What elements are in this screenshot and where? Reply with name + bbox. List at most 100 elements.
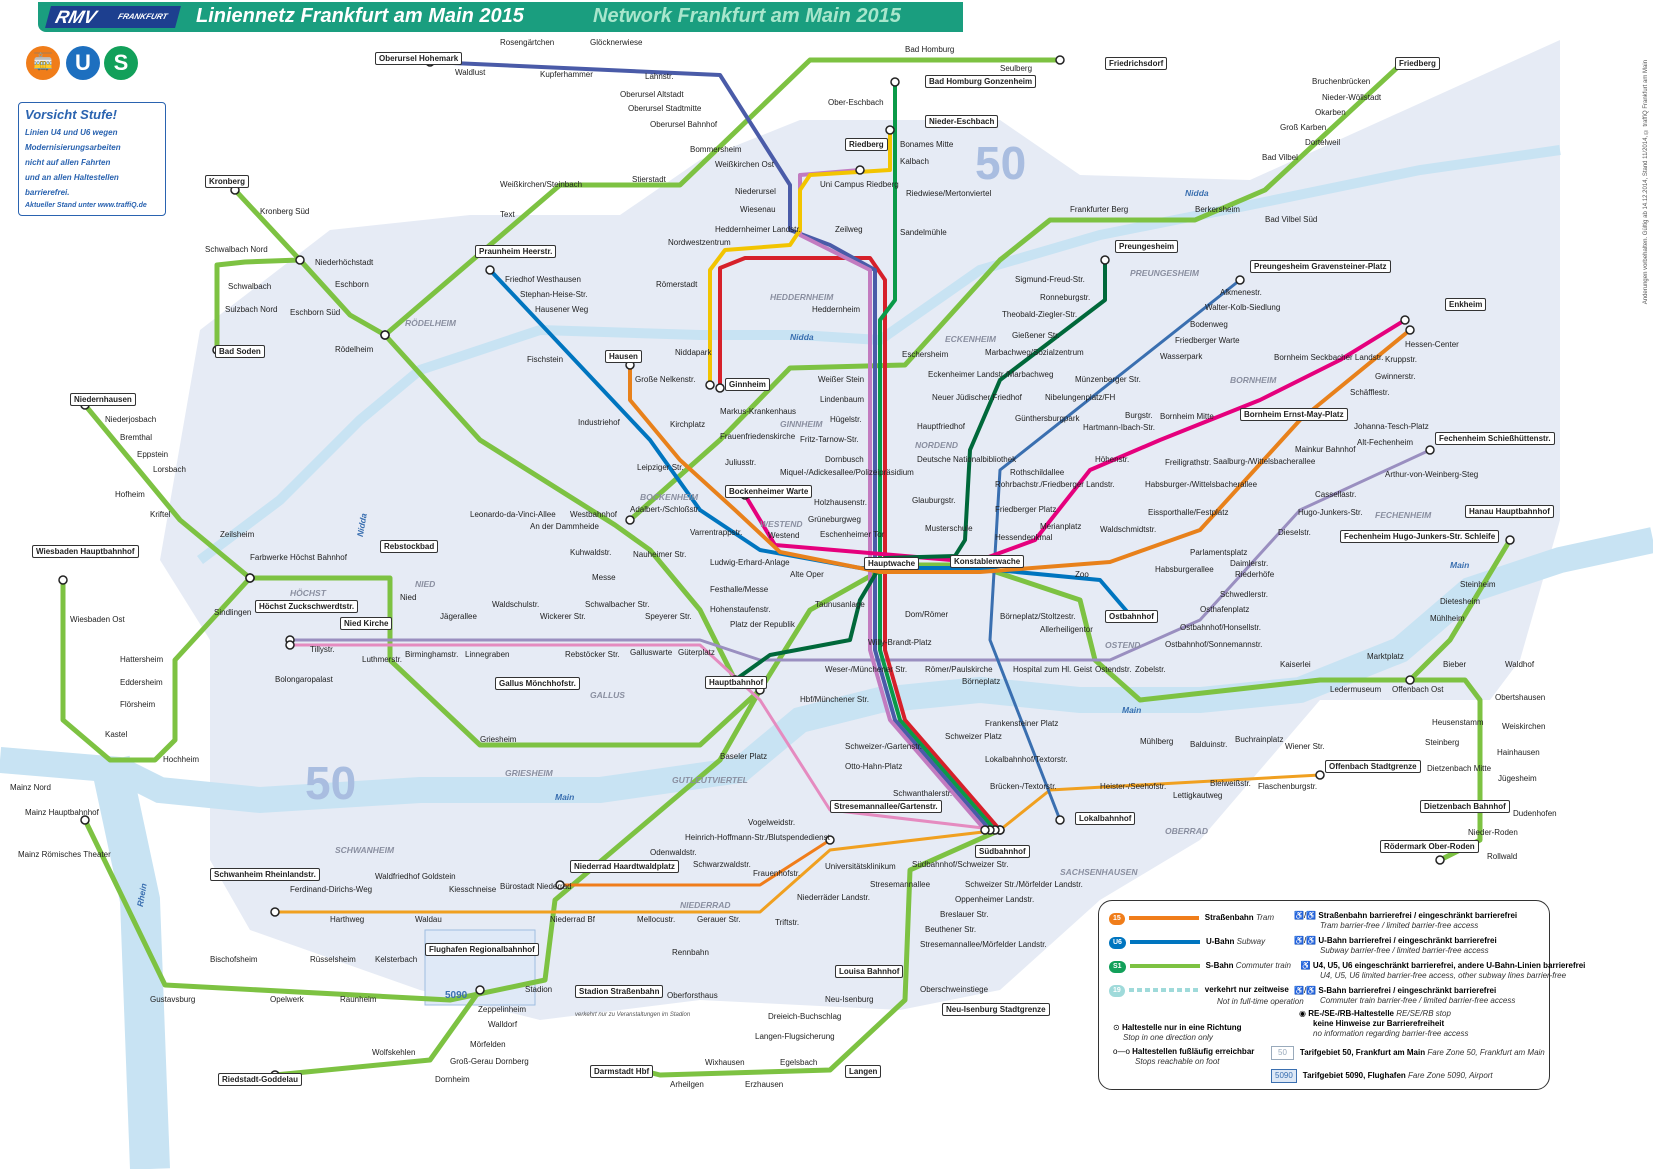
station-label[interactable]: Miquel-/Adickesallee/Polizeipräsidium bbox=[780, 468, 914, 477]
station-label[interactable]: Dieselstr. bbox=[1278, 528, 1311, 537]
station-label[interactable]: Schwarzwaldstr. bbox=[693, 860, 751, 869]
station-label[interactable]: Baseler Platz bbox=[720, 752, 768, 761]
station-label[interactable]: Mellocustr. bbox=[637, 915, 676, 924]
station-label[interactable]: Westbahnhof bbox=[570, 510, 617, 519]
station-label[interactable]: Arthur-von-Weinberg-Steg bbox=[1385, 470, 1479, 479]
station-label[interactable]: Oberursel Hohemark bbox=[375, 52, 463, 65]
station-label[interactable]: Griesheim bbox=[480, 735, 517, 744]
station-label[interactable]: Waldhof bbox=[1505, 660, 1535, 669]
station-label[interactable]: Waldlust bbox=[455, 68, 486, 77]
station-label[interactable]: Gustavsburg bbox=[150, 995, 196, 1004]
station-label[interactable]: Ludwig-Erhard-Anlage bbox=[710, 558, 790, 567]
station-label[interactable]: Rothschildallee bbox=[1010, 468, 1065, 477]
station-label[interactable]: Text bbox=[500, 210, 515, 219]
station-label[interactable]: Louisa Bahnhof bbox=[835, 965, 904, 978]
station-label[interactable]: Schwalbach Nord bbox=[205, 245, 268, 254]
station-label[interactable]: Friedrichsdorf bbox=[1105, 57, 1168, 70]
station-label[interactable]: Kiesschneise bbox=[449, 885, 497, 894]
station-label[interactable]: Weser-/Münchener Str. bbox=[825, 665, 908, 674]
terminus-stop[interactable] bbox=[80, 815, 90, 825]
station-label[interactable]: Schweizer Str./Mörfelder Landstr. bbox=[965, 880, 1083, 889]
station-label[interactable]: Hainhausen bbox=[1497, 748, 1540, 757]
station-label[interactable]: Bornheim Seckbacher Landstr. bbox=[1274, 353, 1384, 362]
station-label[interactable]: Kirchplatz bbox=[670, 420, 706, 429]
station-label[interactable]: Dortelweil bbox=[1305, 138, 1341, 147]
station-label[interactable]: Oberursel Bahnhof bbox=[650, 120, 718, 129]
station-label[interactable]: Mühlberg bbox=[1140, 737, 1174, 746]
station-label[interactable]: Tillystr. bbox=[310, 645, 335, 654]
terminus-stop[interactable] bbox=[1055, 815, 1065, 825]
terminus-stop[interactable] bbox=[1435, 855, 1445, 865]
station-label[interactable]: Hügelstr. bbox=[830, 415, 862, 424]
station-label[interactable]: Güterplatz bbox=[678, 648, 715, 657]
terminus-stop[interactable] bbox=[980, 825, 990, 835]
station-label[interactable]: Schäfflestr. bbox=[1350, 388, 1390, 397]
station-label[interactable]: Höchst Bahnhof bbox=[290, 553, 347, 562]
station-label[interactable]: Riedberg bbox=[845, 138, 888, 151]
station-label[interactable]: Dreieich-Buchschlag bbox=[768, 1012, 842, 1021]
terminus-stop[interactable] bbox=[705, 380, 715, 390]
station-label[interactable]: Schwanthalerstr. bbox=[893, 789, 953, 798]
station-label[interactable]: Friedberg bbox=[1395, 57, 1440, 70]
station-label[interactable]: Hauptfriedhof bbox=[917, 422, 966, 431]
station-label[interactable]: Höhenstr. bbox=[1095, 455, 1130, 464]
station-label[interactable]: Industriehof bbox=[578, 418, 620, 427]
station-label[interactable]: Weiskirchen bbox=[1502, 722, 1546, 731]
station-label[interactable]: Konstablerwache bbox=[950, 555, 1025, 568]
station-label[interactable]: Schweizer-/Gartenstr. bbox=[845, 742, 922, 751]
station-label[interactable]: Sandelmühle bbox=[900, 228, 947, 237]
station-label[interactable]: Hugo-Junkers-Str. bbox=[1298, 508, 1363, 517]
station-label[interactable]: Walter-Kolb-Siedlung bbox=[1205, 303, 1281, 312]
station-label[interactable]: Hessen-Center bbox=[1405, 340, 1459, 349]
station-label[interactable]: Bad Vilbel bbox=[1262, 153, 1298, 162]
station-label[interactable]: Hochheim bbox=[163, 755, 200, 764]
station-label[interactable]: Hausen bbox=[605, 350, 642, 363]
station-label[interactable]: Juliusstr. bbox=[725, 458, 757, 467]
station-label[interactable]: Heddernheim bbox=[812, 305, 861, 314]
station-label[interactable]: Praunheim Heerstr. bbox=[475, 245, 557, 258]
station-label[interactable]: Dietzenbach Bahnhof bbox=[1420, 800, 1510, 813]
station-label[interactable]: Münzenberger Str. bbox=[1075, 375, 1141, 384]
station-label[interactable]: Ostendstr. bbox=[1095, 665, 1132, 674]
station-label[interactable]: Römer/Paulskirche bbox=[925, 665, 993, 674]
station-label[interactable]: Neuer Jüdischer Friedhof bbox=[932, 393, 1022, 402]
station-label[interactable]: Hofheim bbox=[115, 490, 145, 499]
station-label[interactable]: Dietesheim bbox=[1440, 597, 1481, 606]
station-label[interactable]: Zeilweg bbox=[835, 225, 863, 234]
station-label[interactable]: Nieder-Roden bbox=[1468, 828, 1518, 837]
station-label[interactable]: Rebstöcker Str. bbox=[565, 650, 620, 659]
station-label[interactable]: Festhalle/Messe bbox=[710, 585, 769, 594]
station-label[interactable]: Taunusanlage bbox=[815, 600, 865, 609]
terminus-stop[interactable] bbox=[1405, 675, 1415, 685]
station-label[interactable]: Südbahnhof/Schweizer Str. bbox=[912, 860, 1009, 869]
station-label[interactable]: Westend bbox=[768, 531, 800, 540]
station-label[interactable]: Bürostadt Niederrad bbox=[500, 882, 572, 891]
terminus-stop[interactable] bbox=[890, 77, 900, 87]
station-label[interactable]: Wiener Str. bbox=[1285, 742, 1325, 751]
station-label[interactable]: Frauenfriedenskirche bbox=[720, 432, 796, 441]
station-label[interactable]: Weißkirchen Ost bbox=[715, 160, 774, 169]
station-label[interactable]: Neu-Isenburg Stadtgrenze bbox=[942, 1003, 1050, 1016]
station-label[interactable]: Kaiserlei bbox=[1280, 660, 1311, 669]
station-label[interactable]: Eddersheim bbox=[120, 678, 163, 687]
station-label[interactable]: Kalbach bbox=[900, 157, 929, 166]
station-label[interactable]: Bleiweißstr. bbox=[1210, 779, 1251, 788]
station-label[interactable]: Daimlerstr. bbox=[1230, 559, 1269, 568]
station-label[interactable]: Opelwerk bbox=[270, 995, 304, 1004]
station-label[interactable]: Groß-Gerau Dornberg bbox=[450, 1057, 529, 1066]
terminus-stop[interactable] bbox=[1400, 315, 1410, 325]
station-label[interactable]: Ostbahnhof bbox=[1105, 610, 1158, 623]
station-label[interactable]: Kelsterbach bbox=[375, 955, 418, 964]
station-label[interactable]: Varrentrappstr. bbox=[690, 528, 743, 537]
station-label[interactable]: Jägerallee bbox=[440, 612, 477, 621]
station-label[interactable]: Breslauer Str. bbox=[940, 910, 989, 919]
station-label[interactable]: Sigmund-Freud-Str. bbox=[1015, 275, 1085, 284]
station-label[interactable]: Rebstockbad bbox=[380, 540, 439, 553]
station-label[interactable]: Nordwestzentrum bbox=[668, 238, 731, 247]
station-label[interactable]: An der Dammheide bbox=[530, 522, 599, 531]
station-label[interactable]: Friedberger Platz bbox=[995, 505, 1057, 514]
station-label[interactable]: Nieder-Wöllstadt bbox=[1322, 93, 1382, 102]
station-label[interactable]: Rollwald bbox=[1487, 852, 1518, 861]
station-label[interactable]: Bischofsheim bbox=[210, 955, 258, 964]
station-label[interactable]: Galluswarte bbox=[630, 648, 673, 657]
